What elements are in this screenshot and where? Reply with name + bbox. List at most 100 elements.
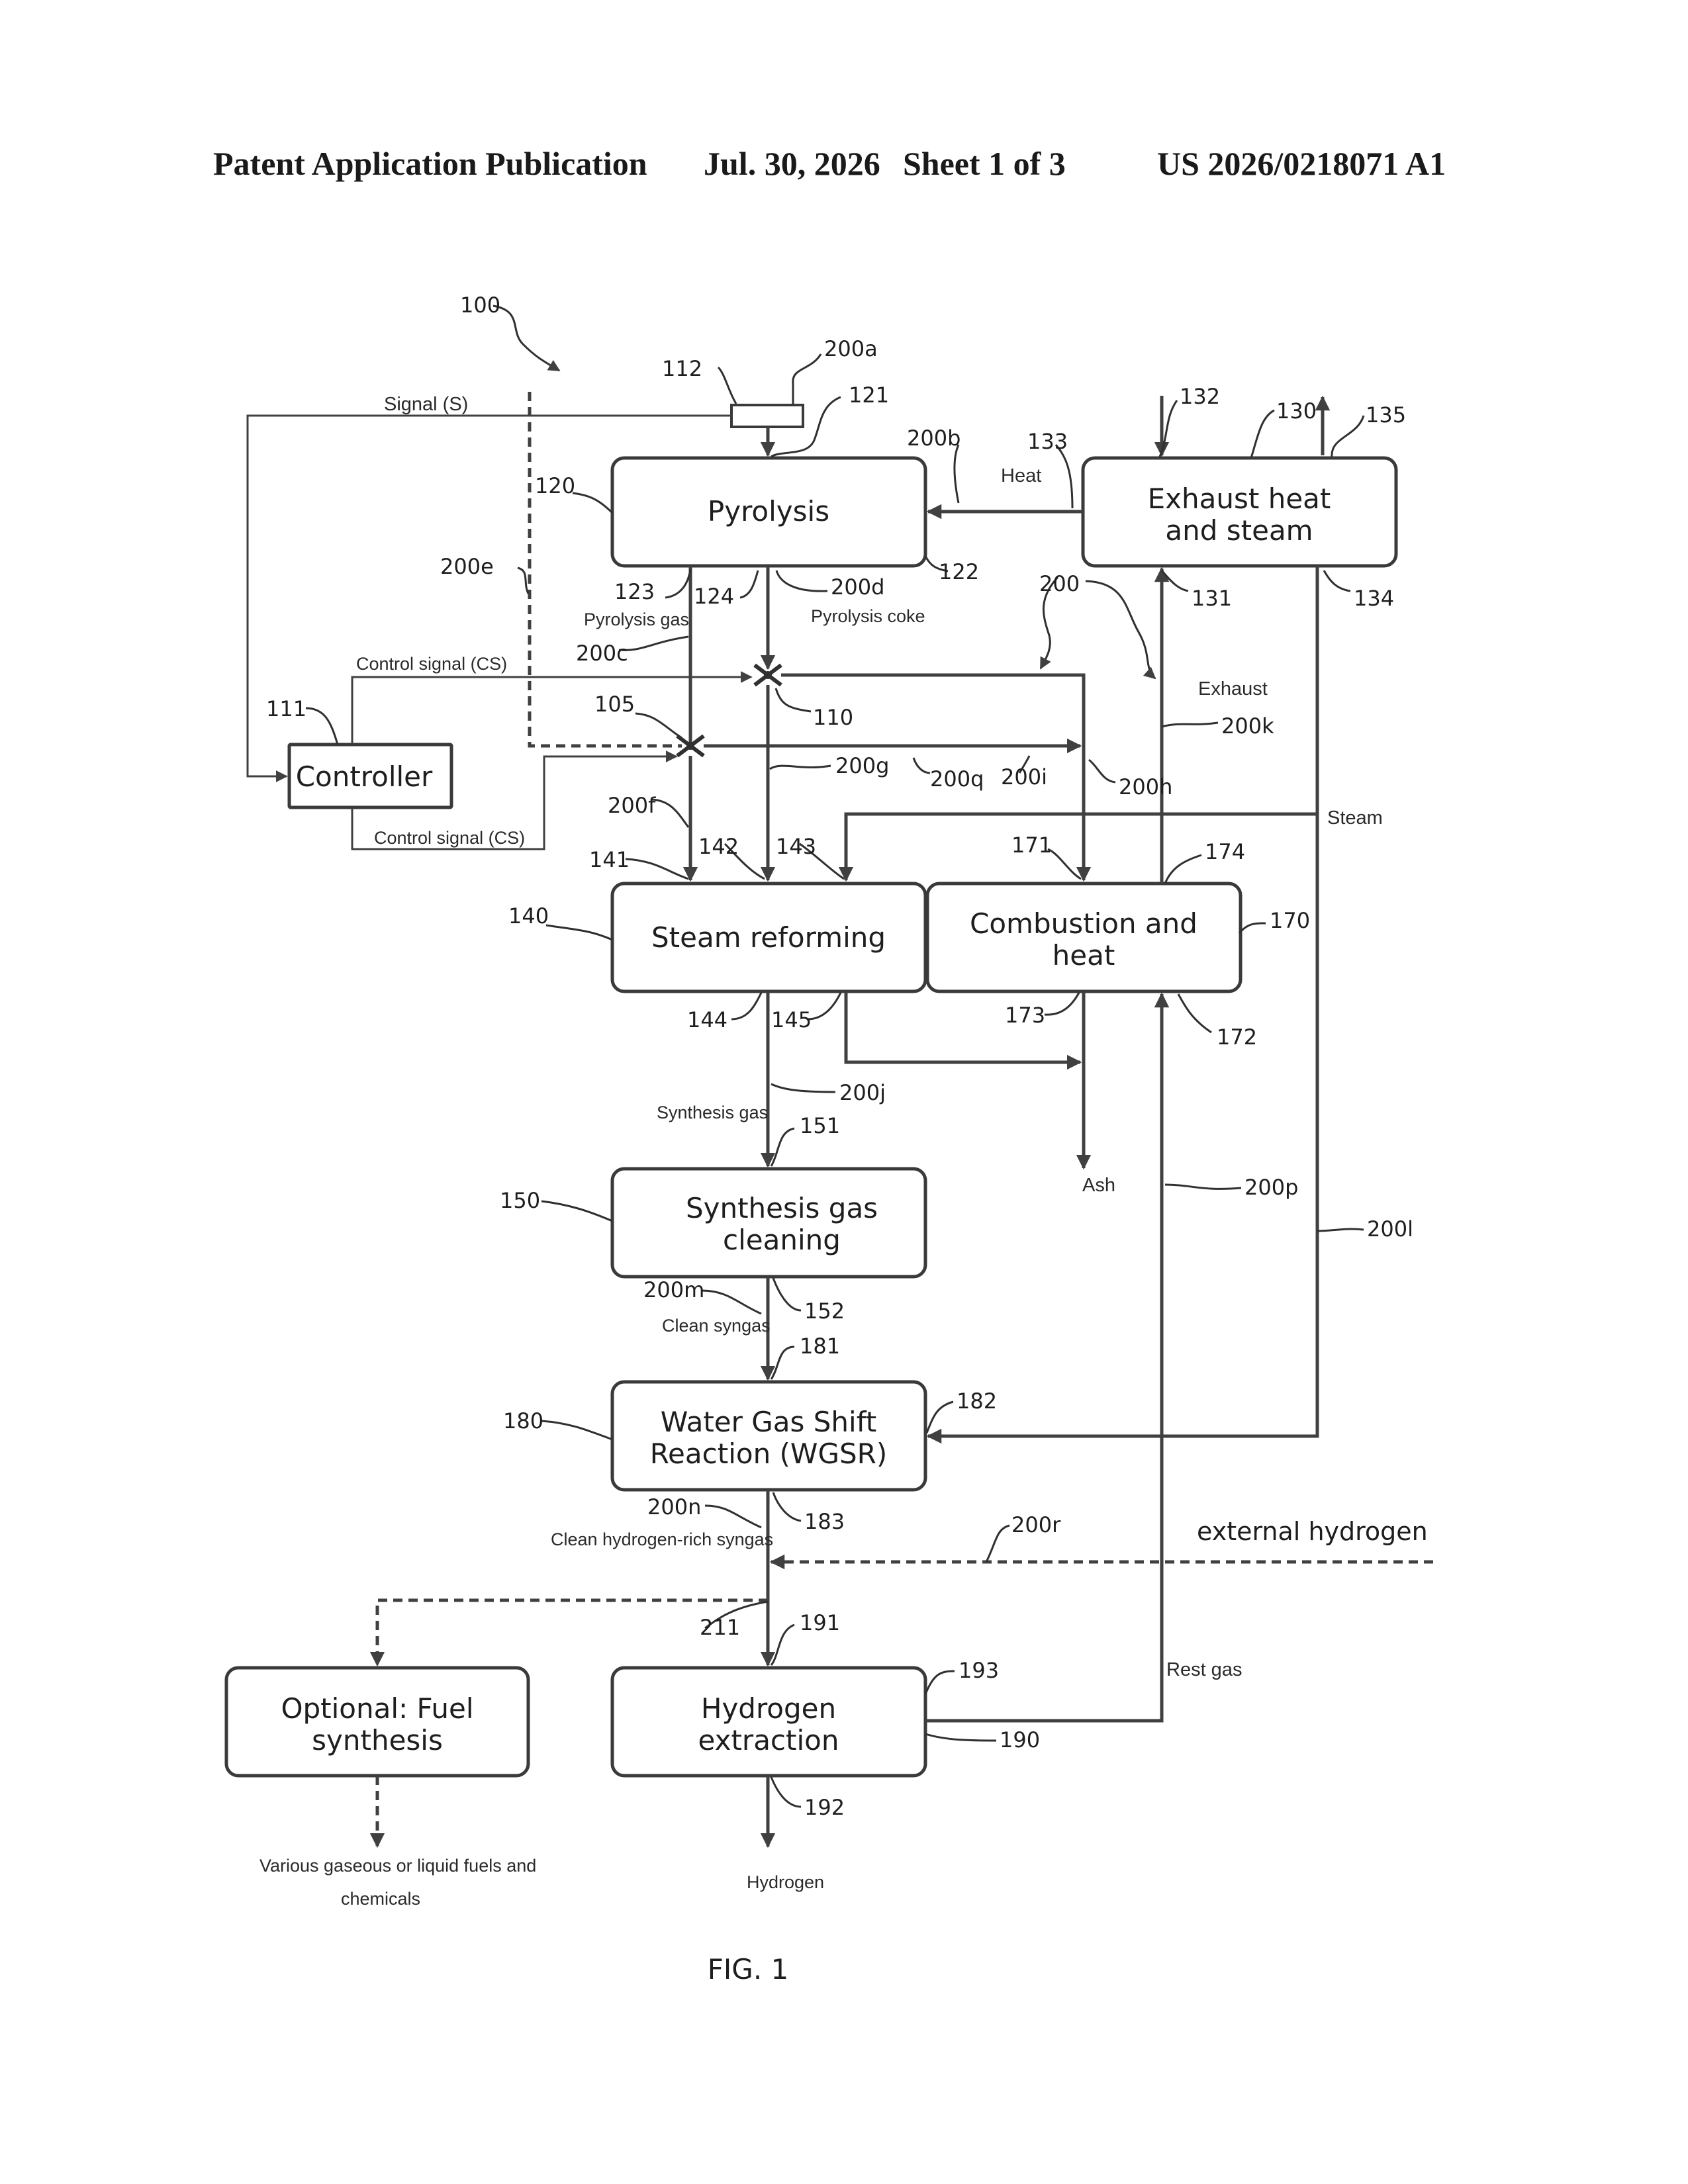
- ref-105: 105: [594, 692, 635, 717]
- ref-193: 193: [959, 1658, 999, 1683]
- ref-110: 110: [813, 705, 853, 730]
- exhaust-label: Exhaust: [1198, 678, 1268, 700]
- pyrolysis-coke-label: Pyrolysis coke: [811, 606, 925, 626]
- hydrogen-extraction-label-line2: extraction: [698, 1724, 839, 1756]
- feed-valve-112: [731, 405, 803, 427]
- ref-172: 172: [1217, 1024, 1257, 1050]
- exhaust-heat-label-line1: Exhaust heat: [1148, 482, 1331, 515]
- hydrogen-extraction-block: Hydrogen extraction: [612, 1668, 925, 1776]
- ref-190: 190: [1000, 1727, 1040, 1752]
- exhaust-heat-label-line2: and steam: [1165, 514, 1313, 547]
- ref-145: 145: [771, 1007, 812, 1032]
- rest-gas-label: Rest gas: [1166, 1659, 1242, 1680]
- ref-151: 151: [800, 1113, 840, 1138]
- pyrolysis-label: Pyrolysis: [708, 495, 829, 527]
- ref-171: 171: [1011, 833, 1052, 858]
- ref-200h: 200h: [1119, 774, 1172, 799]
- ref-135: 135: [1366, 402, 1406, 428]
- clean-syngas-label: Clean syngas: [662, 1316, 771, 1336]
- figure-label: FIG. 1: [708, 1953, 789, 1985]
- ref-144: 144: [687, 1007, 727, 1032]
- pyrolysis-block: Pyrolysis: [612, 458, 925, 566]
- fuels-label-line2: chemicals: [341, 1889, 420, 1909]
- pyrolysis-gas-label: Pyrolysis gas: [584, 610, 689, 629]
- ash-label: Ash: [1082, 1175, 1115, 1196]
- ref-124: 124: [694, 584, 734, 609]
- ref-200r: 200r: [1011, 1512, 1061, 1537]
- steam-branch-143: [846, 814, 1317, 880]
- ref-183: 183: [804, 1509, 845, 1534]
- wgsr-label-line1: Water Gas Shift: [661, 1406, 876, 1438]
- ref-100: 100: [460, 293, 500, 318]
- ref-133: 133: [1027, 429, 1068, 454]
- hydrogen-extraction-label-line1: Hydrogen: [701, 1692, 836, 1725]
- ref-200k: 200k: [1221, 713, 1274, 739]
- ref-200m: 200m: [643, 1277, 704, 1302]
- ref-134: 134: [1354, 586, 1394, 611]
- wgsr-label-line2: Reaction (WGSR): [650, 1437, 887, 1470]
- ref-122: 122: [939, 559, 979, 584]
- ref-211: 211: [700, 1615, 740, 1640]
- ref-121: 121: [849, 383, 889, 408]
- fuel-synthesis-label-line1: Optional: Fuel: [281, 1692, 473, 1725]
- hydrogen-output-label: Hydrogen: [747, 1872, 824, 1892]
- ref-200d: 200d: [831, 574, 884, 600]
- control-signal-top-label: Control signal (CS): [356, 654, 507, 674]
- ref-174: 174: [1205, 839, 1245, 864]
- combustion-label-line1: Combustion and: [970, 907, 1197, 940]
- ref-131: 131: [1192, 586, 1232, 611]
- synthesis-gas-label: Synthesis gas: [657, 1103, 768, 1122]
- syngas-cleaning-label-line2: cleaning: [723, 1224, 841, 1256]
- ref-200b: 200b: [907, 426, 961, 451]
- ref-200j: 200j: [839, 1080, 886, 1105]
- fuel-synthesis-label-line2: synthesis: [312, 1724, 443, 1756]
- syngas-cleaning-label-line1: Synthesis gas: [686, 1192, 878, 1224]
- ref-200f: 200f: [608, 793, 656, 818]
- external-hydrogen-label: external hydrogen: [1197, 1517, 1428, 1546]
- ref-111: 111: [266, 696, 306, 721]
- ref-200a: 200a: [824, 336, 878, 361]
- control-signal-bottom-label: Control signal (CS): [374, 828, 525, 848]
- ref-140: 140: [508, 903, 549, 929]
- ref-130: 130: [1276, 398, 1317, 424]
- combustion-label-line2: heat: [1053, 939, 1115, 972]
- steam-reforming-label: Steam reforming: [651, 921, 886, 954]
- ref-200i: 200i: [1001, 764, 1047, 790]
- wgsr-block: Water Gas Shift Reaction (WGSR): [612, 1382, 925, 1490]
- clean-h2-syngas-label: Clean hydrogen-rich syngas: [551, 1529, 773, 1549]
- wavy-arrow-200-right: [1086, 581, 1155, 678]
- ref-192: 192: [804, 1795, 845, 1820]
- ref-120: 120: [535, 473, 575, 498]
- wavy-arrow-100: [493, 306, 559, 371]
- signal-label: Signal (S): [384, 394, 468, 415]
- exhaust-heat-steam-block: Exhaust heat and steam: [1083, 458, 1396, 566]
- ref-200c: 200c: [576, 641, 628, 666]
- fuel-synthesis-block: Optional: Fuel synthesis: [226, 1668, 528, 1776]
- ref-200q: 200q: [930, 766, 984, 792]
- ref-180: 180: [503, 1408, 543, 1433]
- heat-label: Heat: [1001, 465, 1041, 486]
- ref-141: 141: [589, 847, 630, 872]
- ref-200: 200: [1039, 571, 1080, 596]
- ref-170: 170: [1270, 908, 1310, 933]
- ref-143: 143: [776, 834, 816, 859]
- ref-200p: 200p: [1244, 1175, 1298, 1200]
- steam-label: Steam: [1327, 807, 1383, 829]
- ref-123: 123: [614, 579, 655, 604]
- ref-200g: 200g: [835, 753, 889, 778]
- ref-152: 152: [804, 1298, 845, 1324]
- controller-block: Controller: [289, 745, 451, 807]
- synthesis-gas-cleaning-block: Synthesis gas cleaning: [612, 1169, 925, 1277]
- ref-182: 182: [957, 1388, 997, 1414]
- ref-181: 181: [800, 1334, 840, 1359]
- ref-200e: 200e: [440, 554, 494, 579]
- fuels-label-line1: Various gaseous or liquid fuels and: [259, 1856, 536, 1876]
- steam-reforming-block: Steam reforming: [612, 884, 925, 991]
- controller-label: Controller: [296, 760, 433, 793]
- ref-200l: 200l: [1367, 1216, 1413, 1242]
- ref-200n: 200n: [647, 1494, 701, 1520]
- rest-gas-line-200p: [925, 994, 1162, 1721]
- combustion-heat-block: Combustion and heat: [927, 884, 1241, 991]
- ref-173: 173: [1005, 1003, 1045, 1028]
